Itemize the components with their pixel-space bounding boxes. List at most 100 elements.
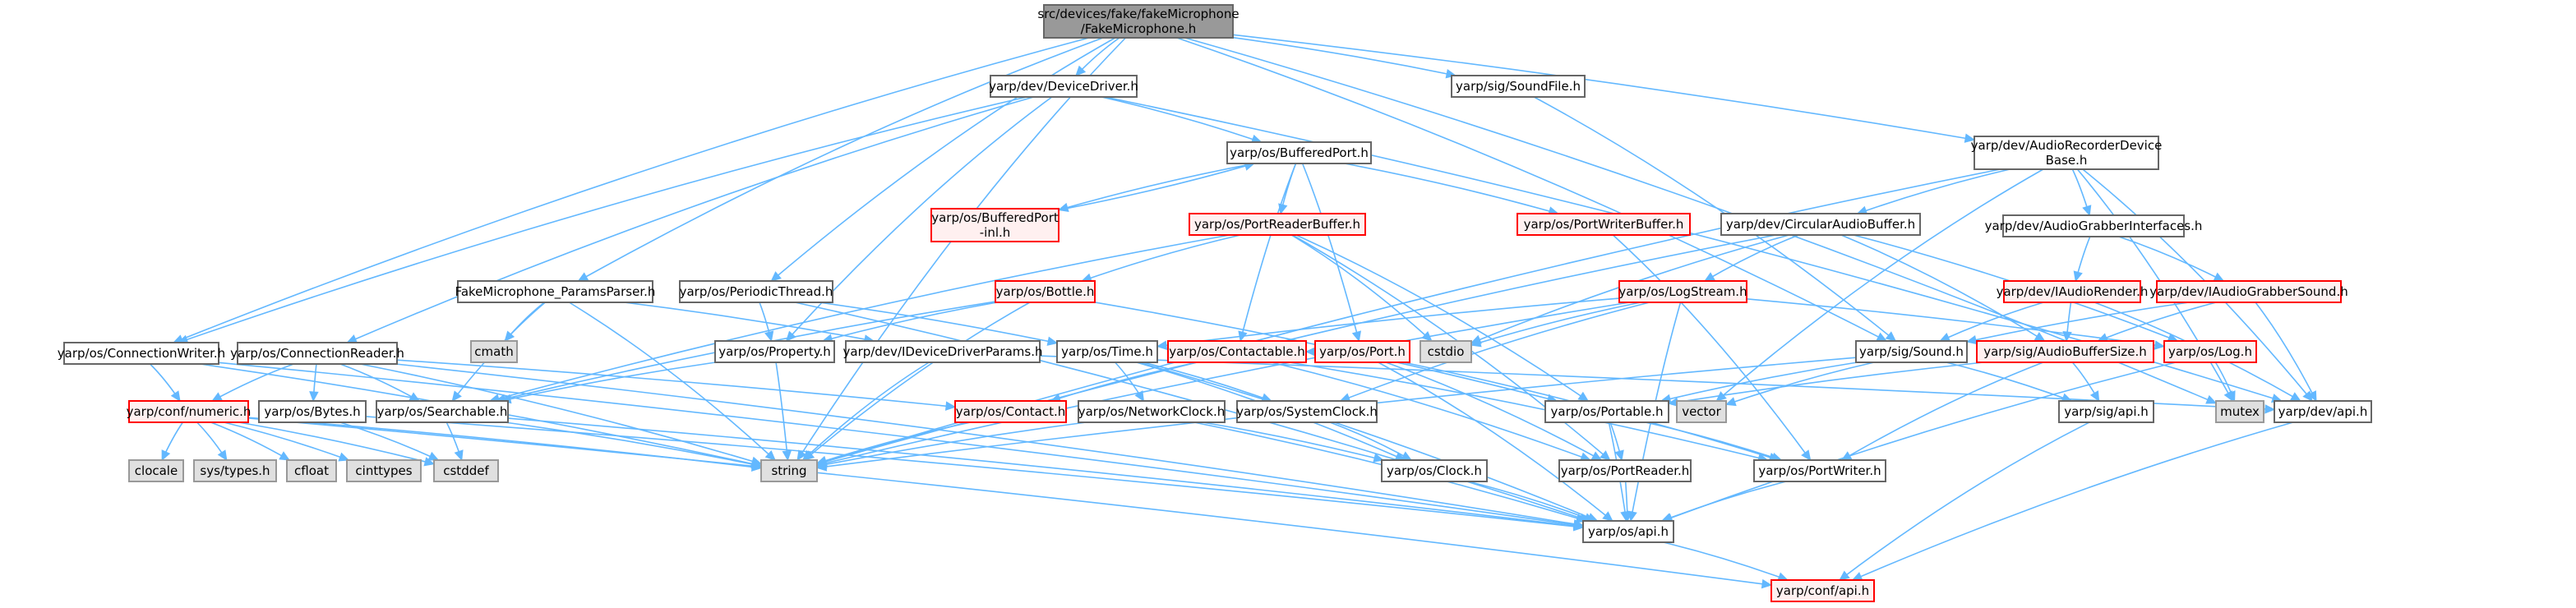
node-systemclock[interactable]: yarp/os/SystemClock.h <box>1236 400 1378 423</box>
node-box-osapi[interactable] <box>1582 520 1674 543</box>
node-box-mutex[interactable] <box>2215 400 2264 423</box>
node-box-devapi[interactable] <box>2274 400 2372 423</box>
node-iaudiorender[interactable]: yarp/dev/IAudioRender.h <box>1997 280 2149 303</box>
node-box-searchable[interactable] <box>376 400 509 423</box>
node-box-sound[interactable] <box>1855 340 1968 363</box>
node-sigapi[interactable]: yarp/sig/api.h <box>2058 400 2154 423</box>
node-box-sigapi[interactable] <box>2058 400 2154 423</box>
node-portwriter[interactable]: yarp/os/PortWriter.h <box>1753 459 1886 482</box>
node-soundfile[interactable]: yarp/sig/SoundFile.h <box>1451 75 1586 98</box>
node-devapi[interactable]: yarp/dev/api.h <box>2274 400 2372 423</box>
node-connectionwriter[interactable]: yarp/os/ConnectionWriter.h <box>58 342 225 365</box>
node-box-ideviceparams[interactable] <box>845 340 1041 363</box>
node-box-contact[interactable] <box>954 400 1067 423</box>
node-bytes[interactable]: yarp/os/Bytes.h <box>258 400 367 423</box>
node-box-audiograbberinterfaces[interactable] <box>2002 214 2185 237</box>
node-box-port[interactable] <box>1314 340 1410 363</box>
node-osapi[interactable]: yarp/os/api.h <box>1582 520 1674 543</box>
node-box-cstdio[interactable] <box>1420 340 1472 363</box>
node-sound[interactable]: yarp/sig/Sound.h <box>1855 340 1968 363</box>
node-numeric[interactable]: yarp/conf/numeric.h <box>127 400 252 423</box>
node-clock[interactable]: yarp/os/Clock.h <box>1381 459 1488 482</box>
node-box-contactable[interactable] <box>1167 340 1307 363</box>
node-circularaudiobuffer[interactable]: yarp/dev/CircularAudioBuffer.h <box>1720 213 1921 236</box>
node-clocale[interactable]: clocale <box>128 459 184 482</box>
node-audiograbberinterfaces[interactable]: yarp/dev/AudioGrabberInterfaces.h <box>1985 214 2203 237</box>
node-bufferedportinl[interactable]: yarp/os/BufferedPort-inl.h <box>930 208 1059 242</box>
node-portreaderbuffer[interactable]: yarp/os/PortReaderBuffer.h <box>1189 213 1366 236</box>
node-box-portable[interactable] <box>1544 400 1669 423</box>
node-box-bottle[interactable] <box>995 280 1096 303</box>
node-port[interactable]: yarp/os/Port.h <box>1314 340 1410 363</box>
node-paramsparser[interactable]: FakeMicrophone_ParamsParser.h <box>455 280 656 303</box>
node-box-portreader[interactable] <box>1558 459 1692 482</box>
node-box-log[interactable] <box>2163 340 2257 363</box>
node-cmath[interactable]: cmath <box>470 340 518 363</box>
node-box-systemclock[interactable] <box>1236 400 1378 423</box>
node-string[interactable]: string <box>760 459 818 482</box>
node-box-bufferedportinl[interactable] <box>930 208 1059 242</box>
node-contact[interactable]: yarp/os/Contact.h <box>954 400 1067 423</box>
node-box-bytes[interactable] <box>258 400 367 423</box>
node-portwriterbuffer[interactable]: yarp/os/PortWriterBuffer.h <box>1517 213 1691 236</box>
node-box-connectionwriter[interactable] <box>63 342 219 365</box>
node-portreader[interactable]: yarp/os/PortReader.h <box>1558 459 1692 482</box>
node-cinttypes[interactable]: cinttypes <box>346 459 422 482</box>
node-box-cstddef[interactable] <box>433 459 499 482</box>
node-contactable[interactable]: yarp/os/Contactable.h <box>1167 340 1307 363</box>
node-box-soundfile[interactable] <box>1451 75 1586 98</box>
node-box-root[interactable] <box>1043 4 1234 39</box>
node-box-bufferedport[interactable] <box>1226 141 1372 164</box>
node-portable[interactable]: yarp/os/Portable.h <box>1544 400 1669 423</box>
node-box-clock[interactable] <box>1381 459 1488 482</box>
node-root[interactable]: src/devices/fake/fakeMicrophone/FakeMicr… <box>1037 4 1240 39</box>
node-box-confapi[interactable] <box>1770 579 1875 602</box>
node-box-portwriterbuffer[interactable] <box>1517 213 1691 236</box>
node-box-audiorecorder[interactable] <box>1974 136 2159 170</box>
node-bottle[interactable]: yarp/os/Bottle.h <box>995 280 1096 303</box>
node-audiobuffersize[interactable]: yarp/sig/AudioBufferSize.h <box>1976 340 2154 363</box>
node-confapi[interactable]: yarp/conf/api.h <box>1770 579 1875 602</box>
node-cfloat[interactable]: cfloat <box>286 459 337 482</box>
node-box-clocale[interactable] <box>128 459 184 482</box>
node-systypes[interactable]: sys/types.h <box>193 459 277 482</box>
node-connectionreader[interactable]: yarp/os/ConnectionReader.h <box>230 342 404 365</box>
node-devicedriver[interactable]: yarp/dev/DeviceDriver.h <box>989 75 1138 98</box>
node-box-connectionreader[interactable] <box>237 342 398 365</box>
node-ideviceparams[interactable]: yarp/dev/IDeviceDriverParams.h <box>843 340 1043 363</box>
node-property[interactable]: yarp/os/Property.h <box>714 340 835 363</box>
node-box-vector[interactable] <box>1676 400 1727 423</box>
node-mutex[interactable]: mutex <box>2215 400 2264 423</box>
node-logstream[interactable]: yarp/os/LogStream.h <box>1618 280 1747 303</box>
node-box-time[interactable] <box>1056 340 1158 363</box>
node-box-networkclock[interactable] <box>1078 400 1226 423</box>
node-box-circularaudiobuffer[interactable] <box>1720 213 1921 236</box>
node-periodicthread[interactable]: yarp/os/PeriodicThread.h <box>679 280 833 303</box>
node-vector[interactable]: vector <box>1676 400 1727 423</box>
node-box-systypes[interactable] <box>193 459 277 482</box>
node-cstddef[interactable]: cstddef <box>433 459 499 482</box>
node-networkclock[interactable]: yarp/os/NetworkClock.h <box>1078 400 1226 423</box>
node-box-cfloat[interactable] <box>286 459 337 482</box>
node-box-devicedriver[interactable] <box>990 75 1138 98</box>
node-box-paramsparser[interactable] <box>457 280 653 303</box>
node-box-cmath[interactable] <box>470 340 518 363</box>
node-searchable[interactable]: yarp/os/Searchable.h <box>376 400 509 423</box>
node-box-iaudiorender[interactable] <box>2003 280 2141 303</box>
node-box-string[interactable] <box>760 459 818 482</box>
node-box-logstream[interactable] <box>1618 280 1747 303</box>
node-box-numeric[interactable] <box>128 400 249 423</box>
node-cstdio[interactable]: cstdio <box>1420 340 1472 363</box>
node-box-portwriter[interactable] <box>1753 459 1886 482</box>
node-box-periodicthread[interactable] <box>679 280 833 303</box>
node-box-portreaderbuffer[interactable] <box>1189 213 1366 236</box>
node-box-iaudiograbbersound[interactable] <box>2156 280 2342 303</box>
node-box-cinttypes[interactable] <box>346 459 422 482</box>
node-time[interactable]: yarp/os/Time.h <box>1056 340 1158 363</box>
node-iaudiograbbersound[interactable]: yarp/dev/IAudioGrabberSound.h <box>2149 280 2348 303</box>
node-box-property[interactable] <box>714 340 835 363</box>
node-bufferedport[interactable]: yarp/os/BufferedPort.h <box>1226 141 1372 164</box>
node-box-audiobuffersize[interactable] <box>1976 340 2154 363</box>
node-log[interactable]: yarp/os/Log.h <box>2163 340 2257 363</box>
